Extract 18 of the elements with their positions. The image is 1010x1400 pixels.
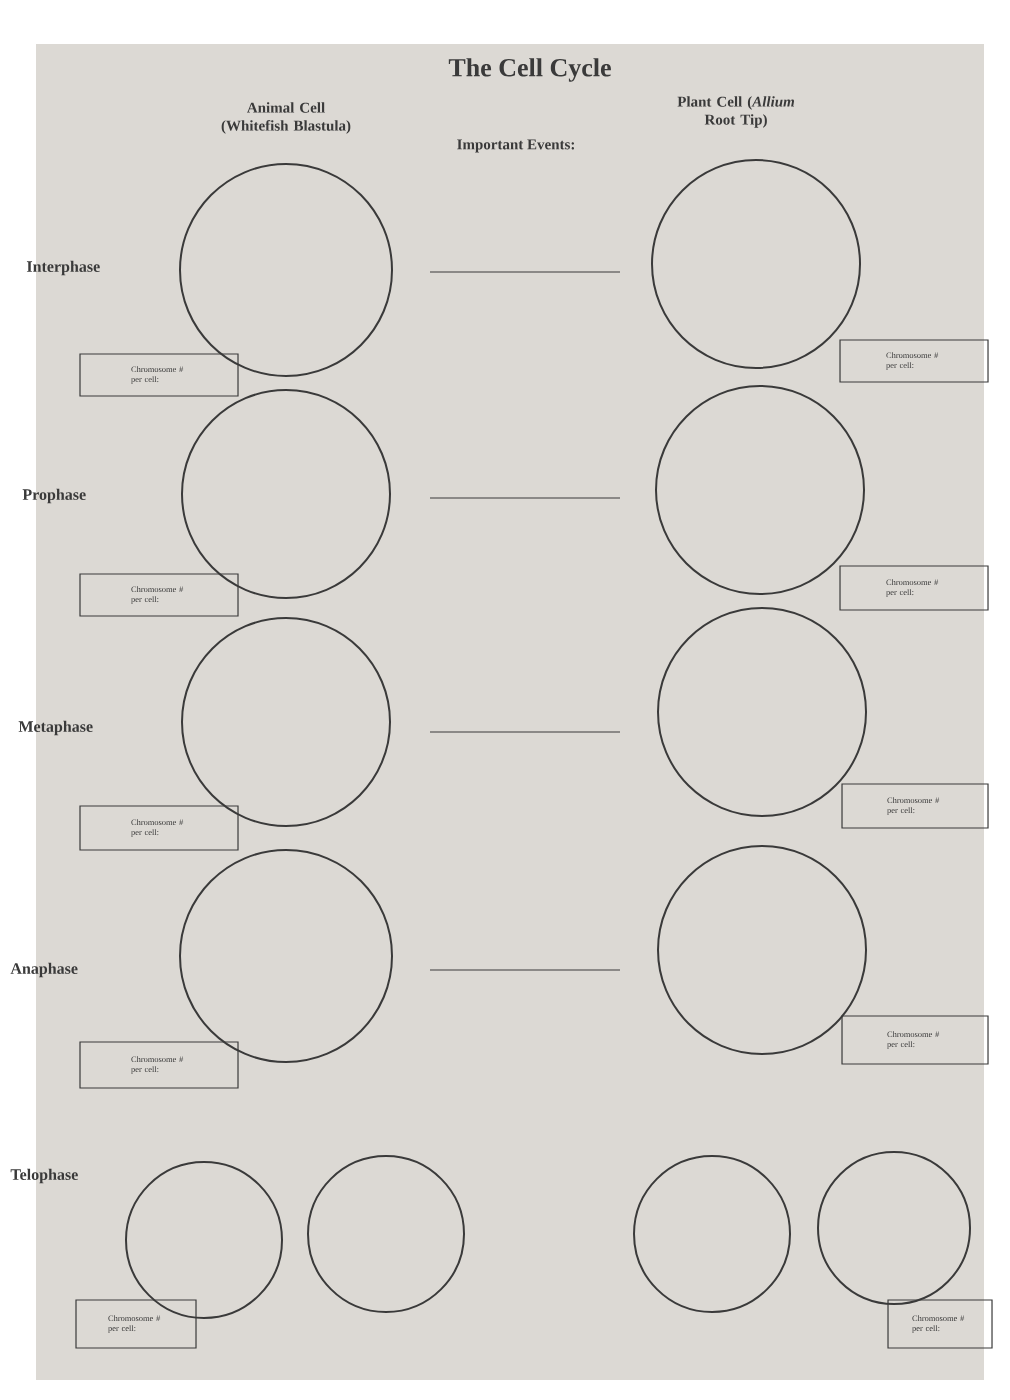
cell-circle <box>179 162 393 377</box>
cell-circle <box>655 385 865 595</box>
phase-label: Anaphase <box>10 962 78 978</box>
cell-circle <box>179 849 393 1063</box>
cell-circle <box>307 1155 465 1313</box>
cell-circle <box>657 607 867 817</box>
phase-label: Metaphase <box>18 720 93 736</box>
phase-label: Prophase <box>22 488 86 504</box>
cell-circle <box>125 1161 283 1319</box>
cell-circle <box>181 389 391 599</box>
title: The Cell Cycle <box>448 58 611 82</box>
cell-circle <box>651 158 861 369</box>
cell-circle <box>633 1155 791 1313</box>
cell-circle <box>657 845 867 1055</box>
cell-circle <box>817 1151 971 1305</box>
cell-circle <box>181 617 391 827</box>
phase-label: Interphase <box>26 260 100 276</box>
phase-label: Telophase <box>10 1168 78 1184</box>
